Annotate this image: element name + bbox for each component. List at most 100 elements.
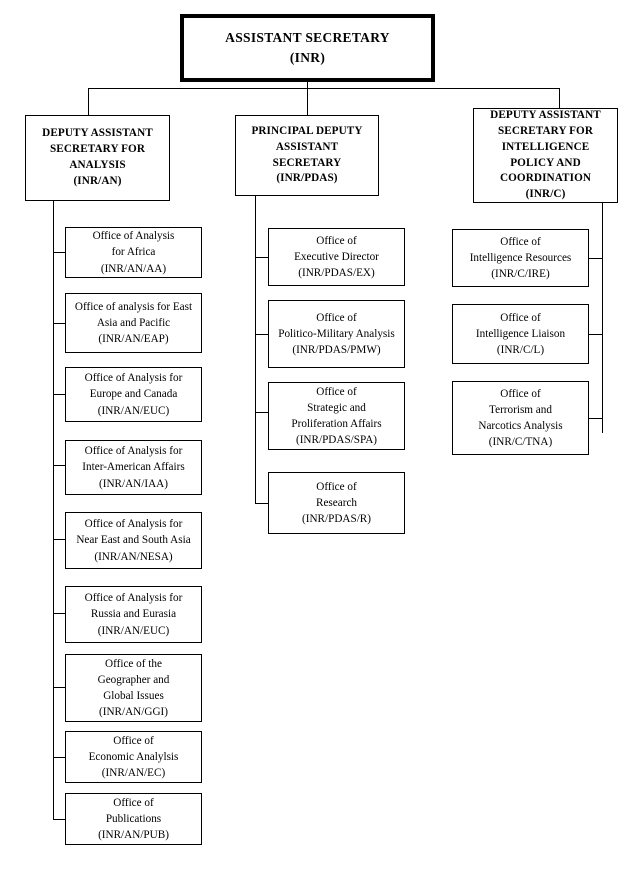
connector-stub-inr-c-tna [589,418,602,419]
node-line: Office of [113,734,154,747]
node-line: (INR/PDAS/R) [302,513,371,526]
node-office-inr-pdas-r[interactable]: Office of Research (INR/PDAS/R) [268,472,405,534]
node-line: (INR/AN/NESA) [94,550,173,563]
node-office-inr-an-russia-eurasia[interactable]: Office of Analysis for Russia and Eurasi… [65,586,202,643]
node-office-inr-an-euc[interactable]: Office of Analysis for Europe and Canada… [65,367,202,422]
node-line: Politico-Military Analysis [278,327,395,340]
node-line: Asia and Pacific [96,316,171,329]
node-line: PRINCIPAL DEPUTY [251,124,363,137]
connector-drop-inr-an [88,88,89,115]
node-line: for Africa [111,246,156,259]
node-line: Inter-American Affairs [82,461,185,474]
connector-top-bus [88,88,559,89]
node-office-inr-an-ggi[interactable]: Office of the Geographer and Global Issu… [65,654,202,722]
node-line: ANALYSIS [69,159,126,171]
node-line: (INR/C/IRE) [491,268,550,281]
connector-stub-inr-pdas-pmw [255,334,268,335]
node-office-inr-c-ire[interactable]: Office of Intelligence Resources (INR/C/… [452,229,589,287]
node-line: Proliferation Affairs [291,418,382,430]
node-line: Office of Analysis for [84,592,183,605]
node-line: Office of Analysis for [84,372,183,385]
node-line: (INR/AN/AA) [100,262,167,275]
connector-stub-inr-an-ec [53,757,65,758]
connector-stub-inr-an-pub [53,819,65,820]
node-line: (INR/AN/PUB) [98,829,169,842]
node-line: Office of [500,235,541,248]
node-line: Research [316,496,357,509]
connector-stub-inr-c-ire [589,258,602,259]
connector-stub-inr-an-euc [53,394,65,395]
node-line: (INR/C/TNA) [488,436,553,449]
node-line: Office of the [105,657,162,670]
connector-spine-inr-an [53,201,54,819]
connector-stub-inr-pdas-spa [255,412,268,413]
node-deputy-assistant-secretary-intelligence-policy[interactable]: DEPUTY ASSISTANT SECRETARY FOR INTELLIGE… [473,108,618,203]
node-office-inr-an-aa[interactable]: Office of Analysis for Africa (INR/AN/AA… [65,227,202,278]
connector-stub-inr-an-ggi [53,687,65,688]
node-line: (INR/PDAS/SPA) [295,434,378,447]
node-office-inr-c-l[interactable]: Office of Intelligence Liaison (INR/C/L) [452,304,589,364]
node-line: Terrorism and [489,403,552,416]
node-office-inr-an-ec[interactable]: Office of Economic Analylsis (INR/AN/EC) [65,731,202,783]
node-line: (INR/PDAS/EX) [298,267,375,280]
node-line: Office of analysis for East [74,300,193,313]
node-office-inr-pdas-ex[interactable]: Office of Executive Director (INR/PDAS/E… [268,228,405,286]
node-line: (INR) [289,50,326,65]
node-line: (INR/AN/EUC) [97,624,170,637]
connector-top-trunk [307,80,308,89]
node-line: COORDINATION [499,172,592,185]
node-line: POLICY AND [510,156,581,169]
node-line: Geographer and [97,673,170,686]
node-line: SECRETARY FOR [49,143,146,156]
node-line: (INR/AN/EC) [101,767,166,780]
connector-stub-inr-an-aa [53,252,65,253]
node-line: Office of [316,311,357,324]
node-line: Office of [316,480,357,493]
connector-stub-inr-c-l [589,334,602,335]
node-line: Intelligence Resources [469,251,572,264]
node-office-inr-an-pub[interactable]: Office of Publications (INR/AN/PUB) [65,793,202,845]
node-line: Office of [316,234,357,247]
node-line: Office of [500,311,541,324]
node-line: (INR/AN/EAP) [98,333,169,346]
connector-drop-inr-pdas [307,88,308,115]
node-line: Global Issues [103,690,164,702]
node-office-inr-pdas-spa[interactable]: Office of Strategic and Proliferation Af… [268,382,405,450]
node-line: (INR/AN/EUC) [97,404,170,417]
node-line: Intelligence Liaison [475,327,566,340]
node-line: Economic Analylsis [88,750,179,763]
node-line: (INR/C/L) [496,344,545,357]
node-office-inr-pdas-pmw[interactable]: Office of Politico-Military Analysis (IN… [268,300,405,368]
node-line: Narcotics Analysis [478,420,563,432]
connector-drop-inr-c [559,88,560,108]
connector-stub-inr-an-nesa [53,539,65,540]
node-line: DEPUTY ASSISTANT [42,127,153,140]
connector-stub-inr-pdas-ex [255,257,268,258]
node-line: (INR/AN/GGI) [99,706,168,719]
node-line: Office of Analysis for [84,445,183,458]
node-line: SECRETARY FOR [497,124,594,137]
node-line: Publications [105,812,162,825]
node-line: Europe and Canada [89,388,178,401]
node-line: Office of [500,387,541,400]
connector-spine-inr-pdas [255,196,256,503]
node-principal-deputy-assistant-secretary[interactable]: PRINCIPAL DEPUTY ASSISTANT SECRETARY (IN… [235,115,379,196]
connector-spine-inr-c [602,203,603,433]
node-line: Office of Analysis for [84,518,183,531]
connector-stub-inr-an-iaa [53,465,65,466]
node-line: ASSISTANT SECRETARY [225,30,390,46]
connector-stub-inr-an-rus [53,613,65,614]
node-line: Office of Analysis [92,230,175,243]
node-line: SECRETARY [272,156,342,169]
node-assistant-secretary[interactable]: ASSISTANT SECRETARY (INR) [180,14,435,82]
node-office-inr-an-eap[interactable]: Office of analysis for East Asia and Pac… [65,293,202,353]
node-office-inr-an-iaa[interactable]: Office of Analysis for Inter-American Af… [65,440,202,495]
node-office-inr-an-nesa[interactable]: Office of Analysis for Near East and Sou… [65,512,202,569]
node-line: Near East and South Asia [76,534,191,547]
node-line: (INR/PDAS/PMW) [292,344,381,357]
node-deputy-assistant-secretary-analysis[interactable]: DEPUTY ASSISTANT SECRETARY FOR ANALYSIS … [25,115,170,201]
connector-stub-inr-pdas-r [255,503,268,504]
node-line: Executive Director [294,250,379,263]
node-office-inr-c-tna[interactable]: Office of Terrorism and Narcotics Analys… [452,381,589,455]
